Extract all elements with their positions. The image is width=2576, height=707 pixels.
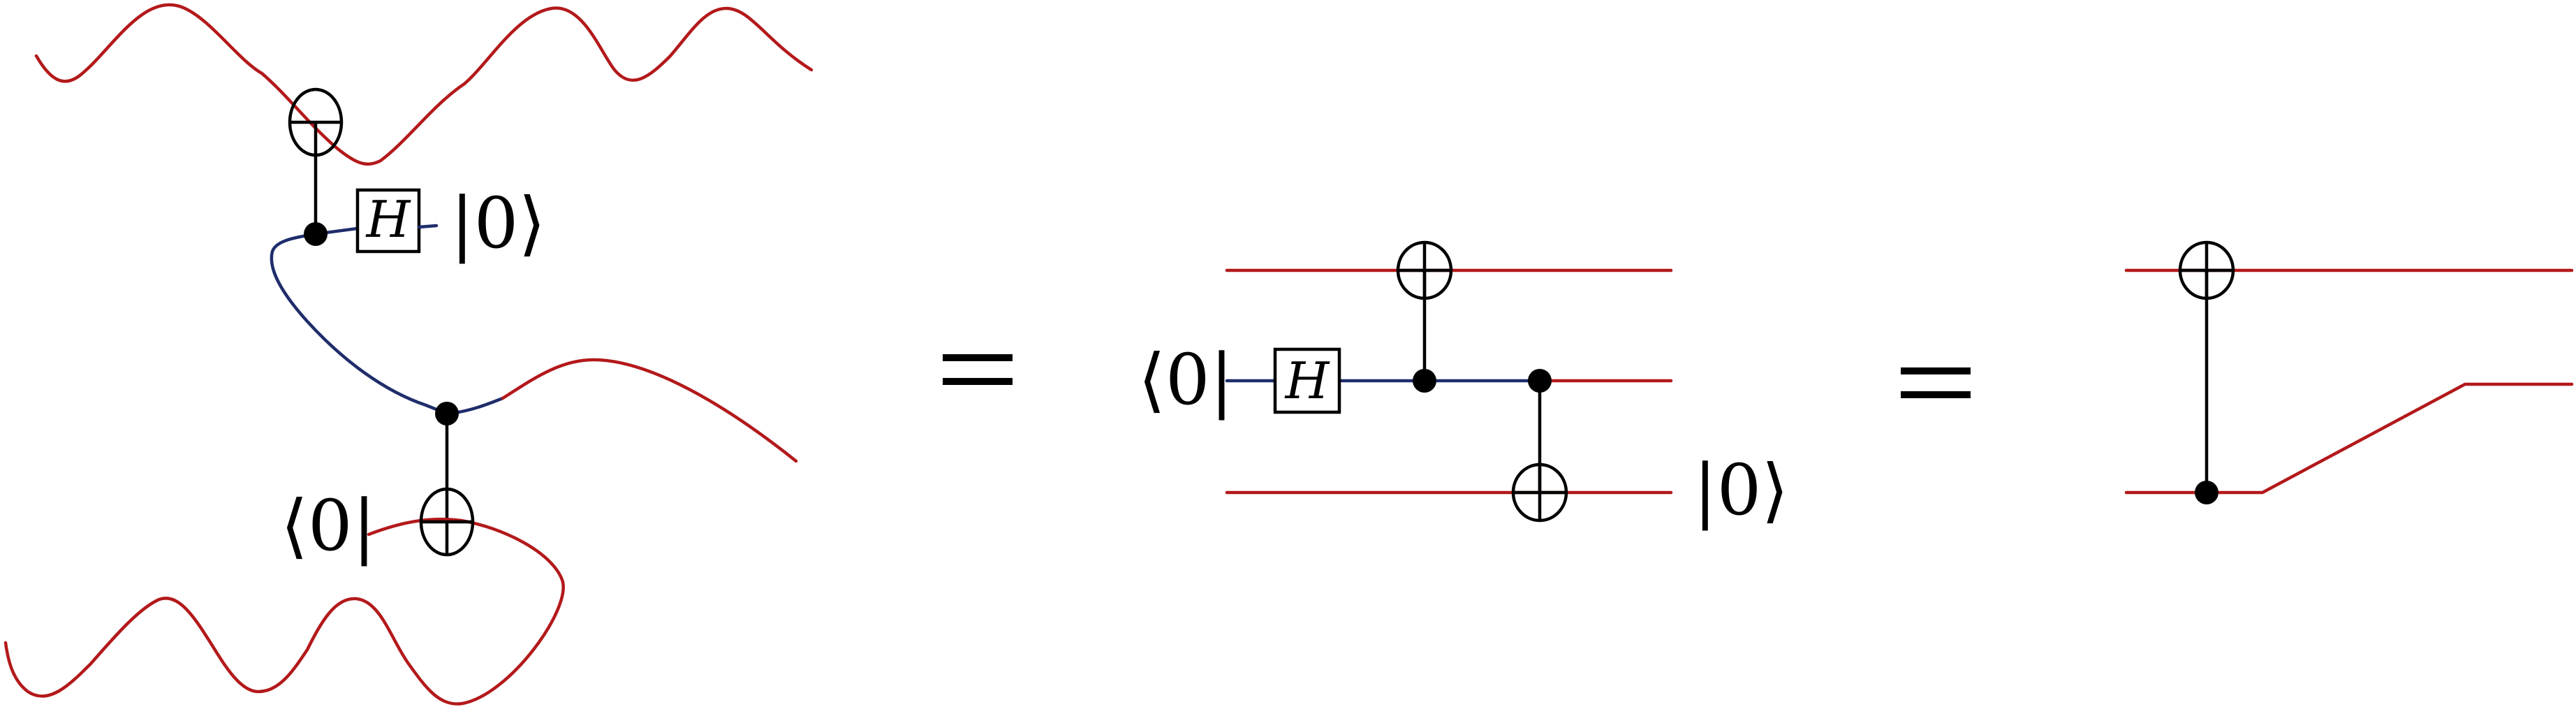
left-h-gate-box <box>355 188 421 254</box>
left-top-wavy-wire <box>34 3 814 166</box>
middle-cnot1-control-dot <box>1413 369 1436 393</box>
left-h-gate-label: H <box>365 190 411 249</box>
right-bottom-wire <box>2124 382 2574 495</box>
panel-middle: ⟨0| H |0⟩ <box>1138 240 1788 531</box>
svg-text:|0⟩: |0⟩ <box>450 182 545 264</box>
left-bottom-red-wire <box>3 517 565 706</box>
right-cnot-control-dot <box>2195 481 2218 504</box>
panel-right <box>2124 240 2574 504</box>
left-ket-zero: |0⟩ <box>450 182 545 264</box>
panel-left: H |0⟩ ⟨0| <box>3 3 814 706</box>
left-blue-wire-segment-a <box>270 232 449 416</box>
middle-bra-zero: ⟨0| <box>1138 339 1233 421</box>
middle-h-gate-box <box>1273 347 1341 414</box>
left-blue-wire-after-gate <box>417 224 439 229</box>
middle-cnot2-control-dot <box>1528 369 1552 393</box>
equals-sign-1 <box>943 354 1013 385</box>
left-bra-zero: ⟨0| <box>281 485 376 567</box>
middle-ket-zero: |0⟩ <box>1693 449 1788 531</box>
middle-h-gate-label: H <box>1284 351 1330 410</box>
left-middle-red-wire <box>501 358 798 463</box>
left-cnot1-control-dot <box>304 222 327 246</box>
equals-sign-2 <box>1901 367 1971 398</box>
left-cnot2-control-dot <box>435 402 459 425</box>
